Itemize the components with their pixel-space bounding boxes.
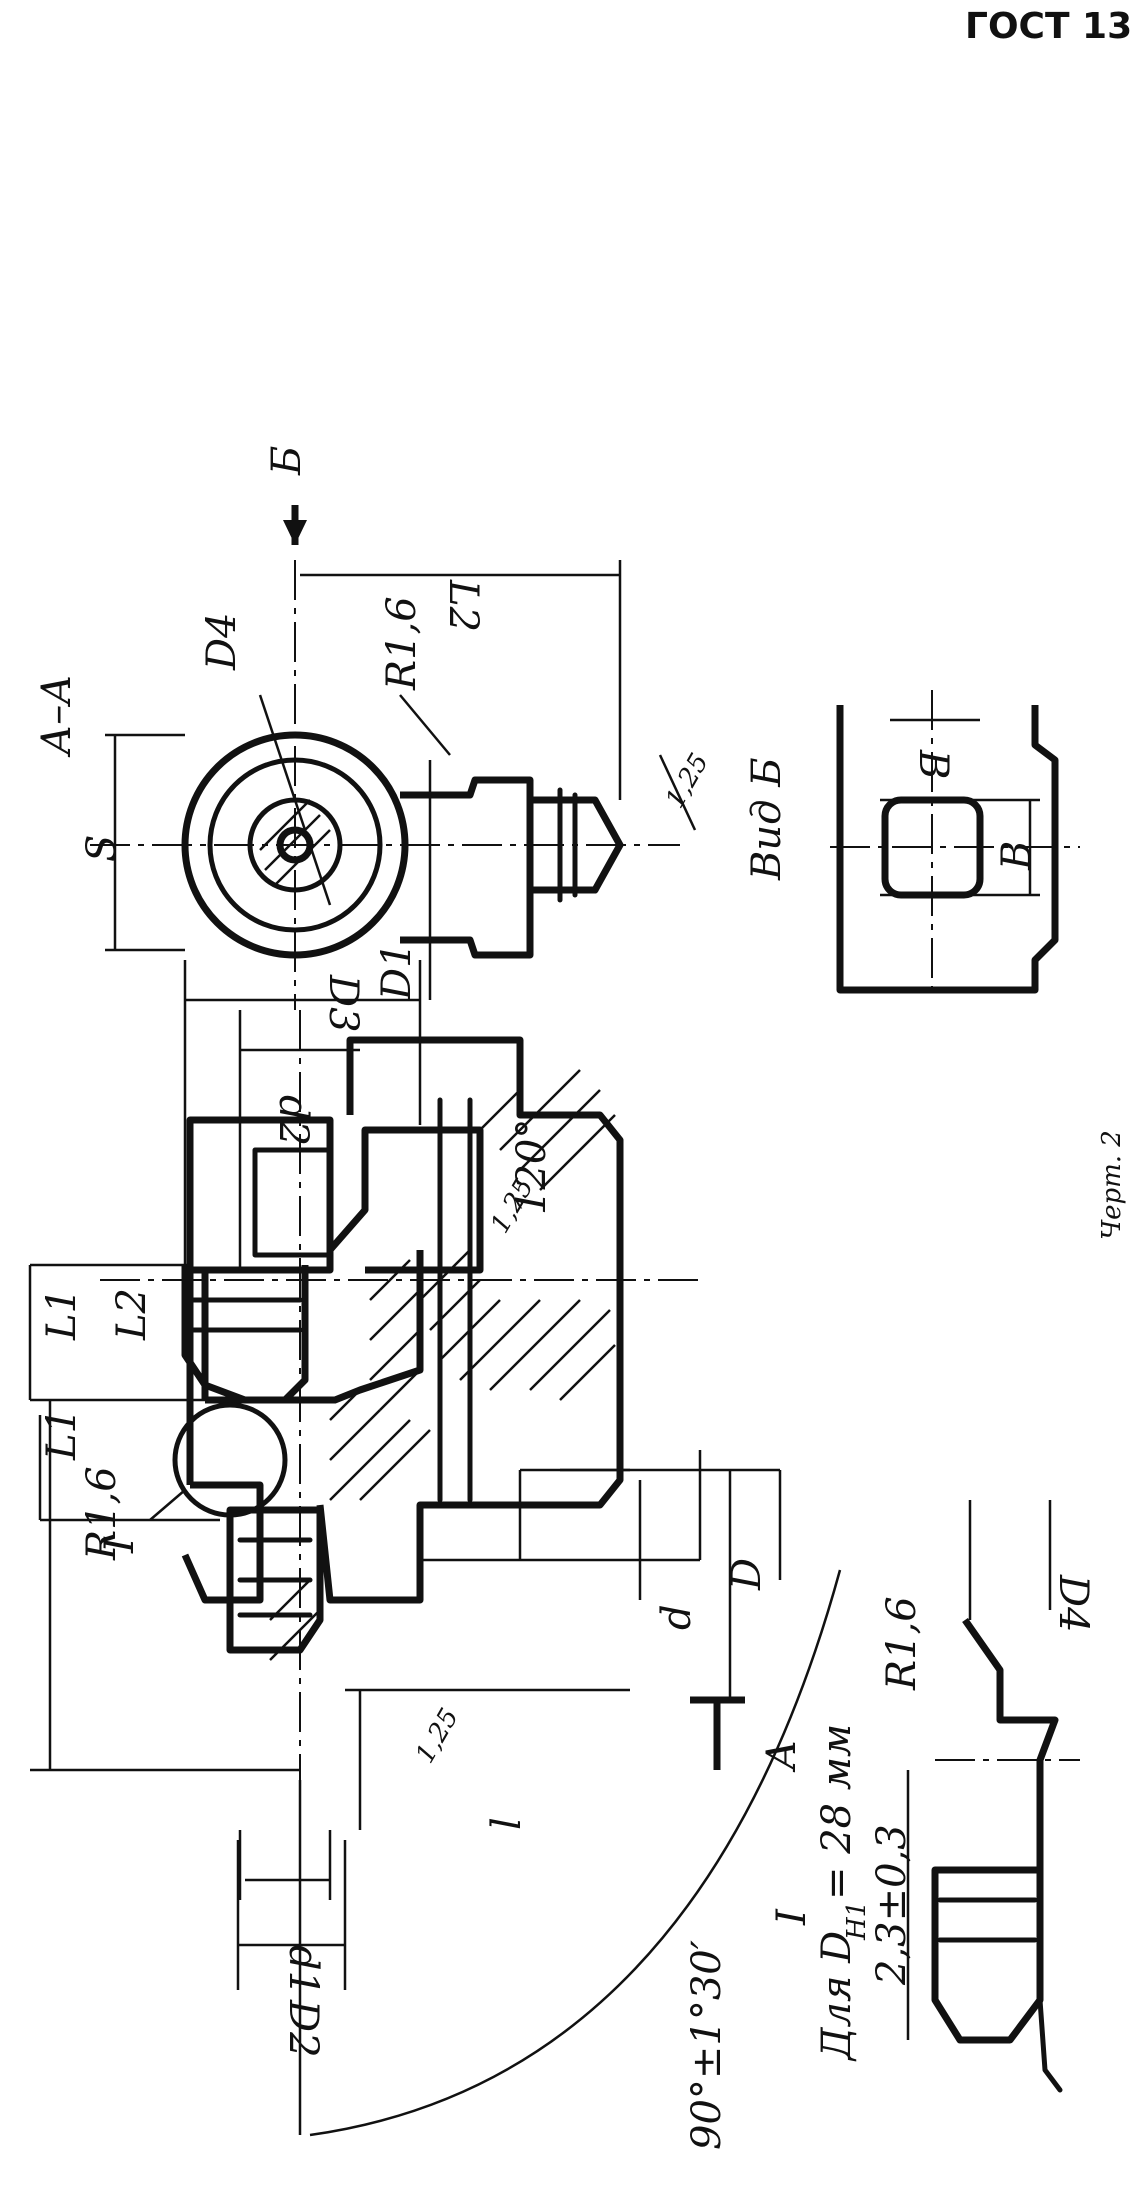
fillet-r16-section: R1,6 bbox=[379, 596, 425, 691]
detail-i-leader bbox=[149, 1489, 186, 1521]
dim-d4-leader bbox=[258, 694, 332, 906]
dim-d2: d2 bbox=[270, 1095, 316, 1146]
roughness-main-lower: 1,25 bbox=[410, 1703, 465, 1768]
section-hatching bbox=[269, 1069, 616, 1661]
detail-i-nut bbox=[931, 1866, 1044, 2044]
detail-note-sub: H1 bbox=[842, 1901, 872, 1941]
left-small-nut bbox=[226, 1506, 324, 1654]
section-leg-outline bbox=[400, 776, 534, 959]
roughness-section-leader bbox=[658, 754, 697, 831]
dim-l2-sec: L2 bbox=[109, 1288, 155, 1341]
dim-D2: D2 bbox=[280, 1999, 326, 2058]
dim-D: D bbox=[724, 1558, 770, 1591]
detail-i-label: I bbox=[97, 1536, 143, 1554]
fillet-r16-detail: R1,6 bbox=[879, 1596, 925, 1691]
fillet-r16-main: R1,6 bbox=[79, 1466, 125, 1561]
view-b-outline bbox=[836, 705, 1059, 994]
dim-d3: D3 bbox=[320, 974, 366, 1033]
detail-i-view: 2,3±0,3 Для D H1 = 28 мм I R1,6 D4 bbox=[769, 1500, 1096, 2093]
chamfer-angle: 120° bbox=[509, 1119, 555, 1215]
dim-s: S bbox=[79, 835, 125, 862]
figure-caption: Черт. 2 bbox=[1097, 1130, 1127, 1240]
angle-tolerance: 90°±1°30′ bbox=[684, 1940, 730, 2150]
dim-d: d bbox=[654, 1604, 700, 1630]
fillet-r16-section-leader bbox=[399, 694, 451, 756]
body-outline bbox=[201, 1126, 415, 1400]
detail-i-circle bbox=[172, 1402, 288, 1518]
section-hatch bbox=[259, 799, 311, 851]
dimension-lines bbox=[28, 960, 782, 1990]
dim-l1-top: L1 bbox=[39, 1408, 85, 1461]
view-b-title: Вид Б bbox=[744, 757, 790, 881]
detail-note-value: = 28 мм bbox=[814, 1724, 860, 1900]
dim-l: l bbox=[484, 1817, 530, 1830]
vertical-leg-outline bbox=[316, 1036, 624, 1604]
view-b: Вид Б B B bbox=[744, 690, 1080, 1000]
section-a-marker: А bbox=[759, 1740, 805, 1773]
dim-b-horiz: B bbox=[994, 841, 1040, 871]
bore-outline bbox=[252, 1147, 333, 1258]
section-title: А–А bbox=[34, 674, 80, 758]
right-end-outline bbox=[181, 1481, 264, 1604]
upper-run-outline bbox=[365, 1126, 484, 1274]
view-b-arrow-label: Б bbox=[264, 446, 310, 476]
section-hatch bbox=[274, 829, 331, 886]
dim-l1-left: L1 bbox=[39, 1288, 85, 1341]
section-a-a-view: А–А S D4 D1 L2 R1,6 1,25 bbox=[34, 446, 715, 1010]
dim-d4-detail: D4 bbox=[1050, 1574, 1096, 1633]
dim-L2: L2 bbox=[440, 579, 486, 632]
detail-note-line1: Для D bbox=[814, 1931, 860, 2062]
detail-note-marker: I bbox=[769, 1908, 815, 1926]
angle-arc bbox=[309, 1569, 842, 2137]
dim-b-vert: B bbox=[910, 749, 956, 779]
detail-i-tail bbox=[1037, 1997, 1063, 2093]
view-b-arrow-head bbox=[283, 520, 307, 545]
section-hatch bbox=[264, 814, 321, 871]
dim-d1: d1 bbox=[280, 1945, 326, 1996]
tee-side-view: I bbox=[28, 960, 842, 2150]
roughness-section: 1,25 bbox=[660, 748, 715, 813]
dim-d4: D4 bbox=[199, 612, 245, 671]
dim-D1: D1 bbox=[374, 942, 420, 1001]
detail-i-body bbox=[962, 1617, 1059, 1870]
gost-header: ГОСТ 13 bbox=[965, 6, 1132, 47]
detail-note-line2: 2,3±0,3 bbox=[869, 1824, 915, 1986]
